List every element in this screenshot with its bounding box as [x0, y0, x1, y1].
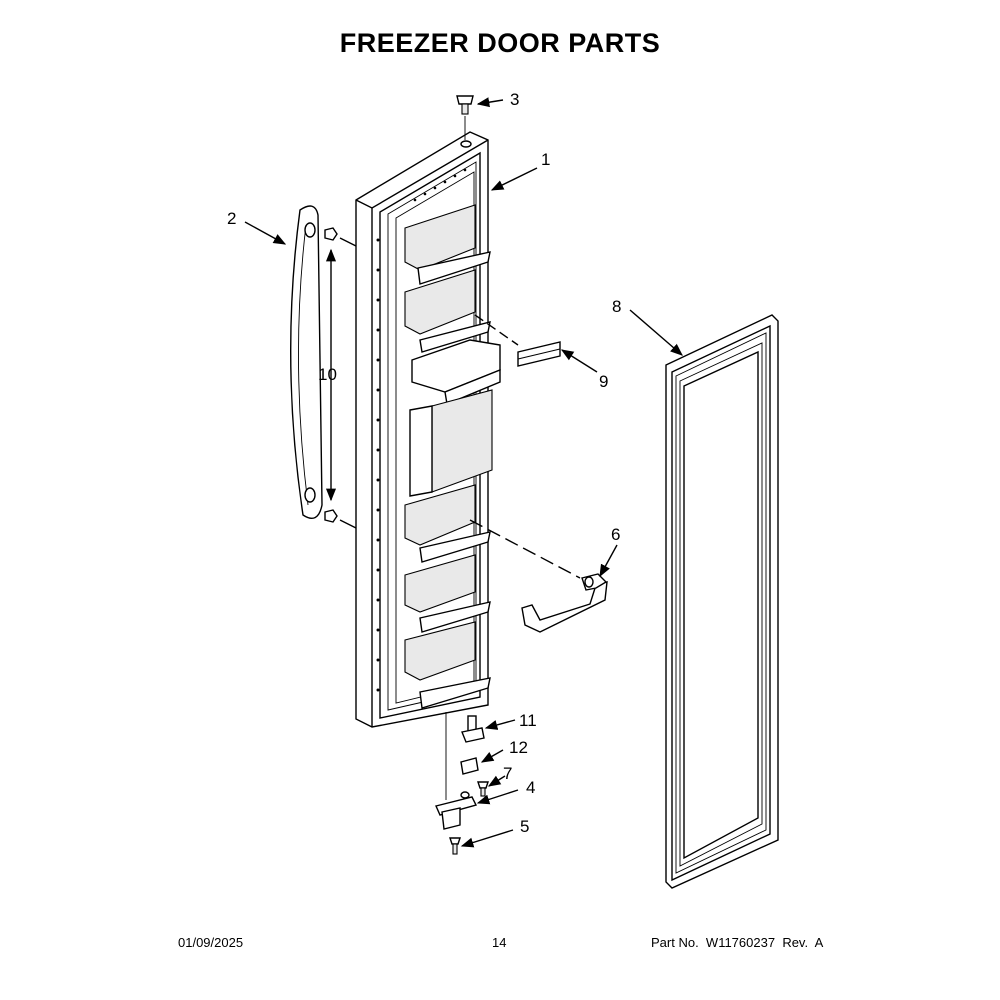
callout-7: 7	[503, 764, 512, 783]
top-hinge-pin	[456, 95, 474, 115]
callout-8: 8	[612, 297, 621, 316]
page-title: FREEZER DOOR PARTS	[339, 28, 661, 58]
freezer-door-panel	[355, 131, 501, 728]
handle-mount-screws	[324, 227, 338, 523]
callout-1: 1	[541, 150, 550, 169]
callout-7-leader	[487, 775, 506, 787]
callout-1-leader	[490, 167, 538, 191]
trim-guide-line	[474, 314, 519, 346]
door-handle	[290, 205, 323, 519]
footer-date: 01/09/2025	[178, 935, 244, 950]
lower-hinge-bracket	[435, 791, 478, 830]
hinge-screw-5	[449, 837, 461, 855]
lower-hinge-bushing	[461, 715, 485, 743]
handle-screw-line-bottom	[339, 519, 357, 529]
callout-3-leader	[476, 97, 504, 108]
callout-6: 6	[611, 525, 620, 544]
door-gasket	[665, 314, 779, 889]
callout-6-leader	[599, 544, 618, 578]
callout-11-leader	[484, 719, 516, 730]
callout-12-leader	[480, 749, 504, 763]
callout-11: 11	[519, 711, 537, 730]
callout-8-leader	[629, 309, 683, 356]
hinge-screw-7	[477, 781, 489, 797]
hinge-shim	[460, 757, 479, 775]
door-bin	[521, 573, 608, 633]
callout-9-leader	[560, 349, 598, 373]
footer-part-number: W11760237	[705, 935, 776, 950]
callout-9: 9	[599, 372, 608, 391]
callout-5-leader	[460, 829, 514, 848]
callout-3: 3	[510, 90, 519, 109]
shelf-trim	[517, 341, 561, 367]
bin-guide-line	[469, 519, 581, 579]
footer-part-label: Part No.	[651, 935, 699, 950]
callout-5: 5	[520, 817, 529, 836]
handle-screw-line-top	[339, 237, 357, 247]
footer-revision: Rev. A	[782, 935, 824, 950]
footer-page-number: 14	[492, 935, 507, 950]
callout-2-leader	[244, 221, 287, 245]
callout-12: 12	[509, 738, 528, 757]
callout-2: 2	[227, 209, 236, 228]
callout-4: 4	[526, 778, 535, 797]
footer-part-info: Part No. W11760237 Rev. A	[651, 935, 823, 950]
callout-10: 10	[318, 365, 337, 384]
callout-4-leader	[476, 789, 519, 805]
